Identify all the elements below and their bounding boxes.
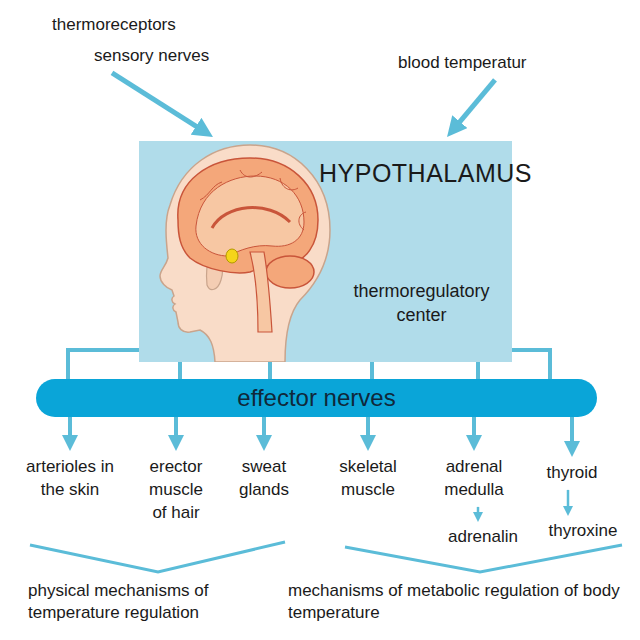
connector-arrow — [570, 417, 574, 443]
text-node: adrenal medulla — [433, 456, 515, 502]
brain-section — [196, 176, 304, 256]
text-node: thyroxine — [549, 520, 618, 543]
group-bracket — [345, 545, 622, 572]
brain — [178, 158, 318, 273]
connector-arrow — [68, 417, 72, 437]
node-text: arterioles in the skin — [24, 456, 116, 502]
node-text: adrenal medulla — [433, 456, 515, 502]
connector-arrow — [174, 417, 178, 437]
node-text: sweat glands — [232, 456, 296, 502]
brainstem — [250, 252, 272, 332]
text-node: thermoreceptors sensory nerves — [52, 14, 209, 68]
node-subtext: thermoregulatory center — [329, 279, 514, 328]
gyri — [200, 170, 306, 230]
text-node: sweat glands — [232, 456, 296, 502]
connector-arrow — [477, 507, 480, 513]
node-text: thermoreceptors — [52, 14, 209, 37]
group-label: physical mechanisms of temperature regul… — [28, 580, 268, 624]
hypothalamus-box: HYPOTHALAMUSthermoregulatory center — [139, 141, 512, 362]
node-text: HYPOTHALAMUS — [319, 157, 532, 191]
text-node: erector muscle of hair — [144, 456, 208, 525]
text-node: blood temperatur — [398, 52, 527, 75]
node-subtext: sensory nerves — [52, 45, 209, 68]
cerebellum — [266, 256, 314, 288]
hypothalamus-spot — [226, 249, 238, 263]
corpus-callosum — [212, 208, 290, 228]
connector-arrow — [262, 417, 266, 437]
group-bracket — [30, 542, 285, 572]
connector-arrow — [366, 417, 370, 437]
connector-arrow — [458, 80, 495, 124]
effector-band: effector nerves — [36, 379, 597, 417]
text-node: adrenalin — [448, 526, 518, 549]
connector-arrow — [567, 490, 570, 507]
text-node: arterioles in the skin — [24, 456, 116, 502]
node-text: skeletal muscle — [330, 456, 406, 502]
text-node: thyroid — [546, 462, 597, 485]
node-text: erector muscle of hair — [144, 456, 208, 525]
head-profile — [160, 145, 330, 362]
group-label: mechanisms of metabolic regulation of bo… — [288, 580, 633, 624]
node-text: adrenalin — [448, 526, 518, 549]
node-text: thyroxine — [549, 520, 618, 543]
node-text: effector nerves — [36, 379, 597, 417]
node-text: thyroid — [546, 462, 597, 485]
connector-arrow — [112, 73, 198, 128]
connector-arrow — [472, 417, 476, 437]
node-text: blood temperatur — [398, 52, 527, 75]
text-node: skeletal muscle — [330, 456, 406, 502]
